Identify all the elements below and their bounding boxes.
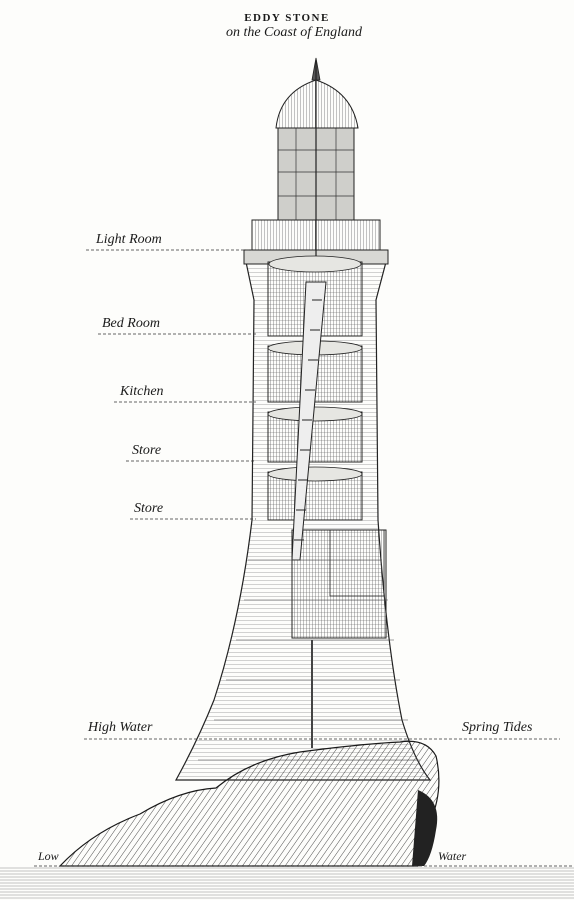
sea-surface (0, 866, 574, 900)
label-spring-tides: Spring Tides (462, 720, 533, 735)
title-block: EDDY STONE on the Coast of England (0, 12, 574, 42)
label-low: Low (38, 849, 59, 863)
title-main: EDDY STONE (244, 12, 330, 24)
lantern-dome (275, 79, 359, 129)
label-water: Water (438, 849, 467, 863)
label-bed-room: Bed Room (102, 316, 160, 331)
label-high-water: High Water (88, 720, 153, 735)
label-kitchen: Kitchen (120, 384, 164, 399)
store-lower-chamber (291, 529, 387, 639)
title-subtitle: on the Coast of England (225, 25, 363, 41)
label-store-upper: Store (132, 443, 162, 458)
label-store-lower: Store (134, 501, 164, 516)
label-light-room: Light Room (96, 232, 162, 247)
